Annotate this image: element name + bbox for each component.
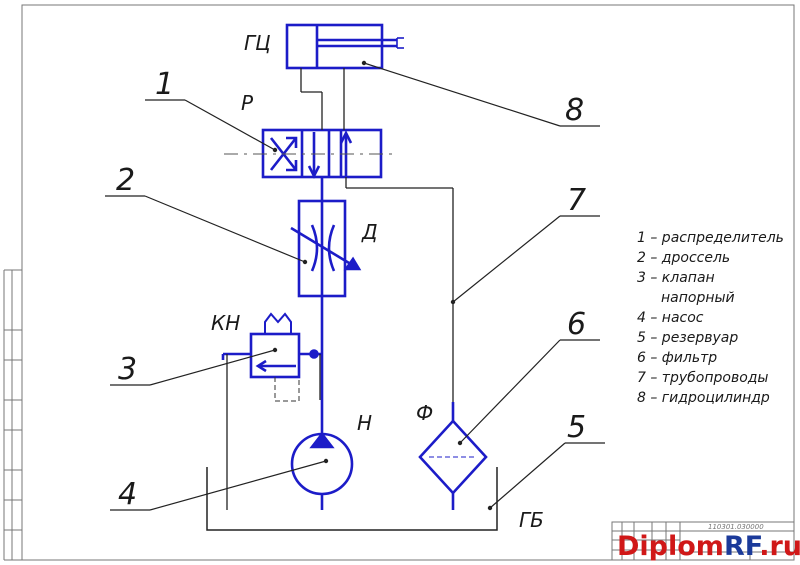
- callout-5: 5: [567, 410, 586, 445]
- drain-line: [274, 377, 300, 402]
- valve-label: Р: [241, 91, 254, 115]
- callout-2: 2: [116, 163, 135, 198]
- legend-item: 7 – трубопроводы: [637, 370, 769, 386]
- pipelines: [226, 68, 454, 510]
- pump: [290, 420, 354, 510]
- callout-6: 6: [567, 307, 586, 342]
- callout-4: 4: [118, 477, 137, 512]
- throttle-label: Д: [361, 220, 378, 244]
- legend-item: 1 – распределитель: [637, 230, 784, 246]
- cylinder-label: ГЦ: [244, 31, 271, 55]
- title-block: [611, 521, 795, 561]
- filter: [418, 402, 488, 510]
- pressure-valve-label: КН: [211, 311, 240, 335]
- legend-item: 5 – резервуар: [637, 330, 738, 346]
- tank-label: ГБ: [519, 508, 544, 532]
- drawing-code: 110301.030000: [708, 523, 764, 531]
- throttle: [290, 199, 362, 298]
- legend-item: 8 – гидроцилиндр: [637, 390, 770, 406]
- filter-label: Ф: [416, 401, 433, 425]
- hydraulic-cylinder: [285, 23, 404, 70]
- tank: [206, 467, 498, 531]
- legend-item: 4 – насос: [637, 310, 704, 326]
- legend-item: 2 – дроссель: [637, 250, 730, 266]
- callout-7: 7: [567, 183, 586, 218]
- pump-label: Н: [357, 411, 372, 435]
- legend-item: напорный: [661, 290, 735, 306]
- legend-item: 6 – фильтр: [637, 350, 717, 366]
- leader-dots: [272, 60, 493, 511]
- legend-item: 3 – клапан: [637, 270, 715, 286]
- callout-8: 8: [565, 93, 584, 128]
- watermark: DiplomRF.ru: [617, 531, 800, 562]
- callout-1: 1: [155, 67, 174, 102]
- drawing-frame: [3, 4, 795, 561]
- callout-3: 3: [118, 352, 137, 387]
- leader-lines: [105, 62, 605, 511]
- legend: 1 – распределитель 2 – дроссель 3 – клап…: [637, 230, 784, 406]
